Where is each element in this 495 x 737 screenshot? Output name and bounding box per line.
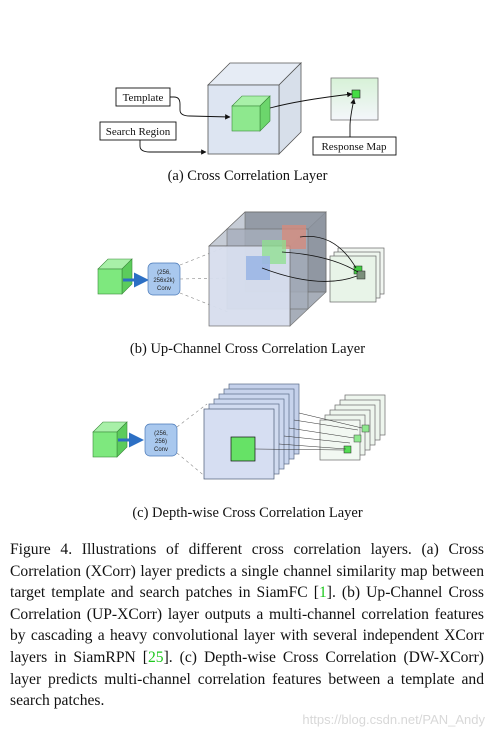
c-conv-box: [144, 423, 178, 457]
b-search-stack: [208, 211, 327, 327]
b-xcorr-arrows: [261, 235, 359, 282]
b-conv-line1: (256,: [157, 270, 171, 276]
caption-c: (c) Depth-wise Cross Correlation Layer: [132, 505, 363, 521]
panel-b: (256, 256x2k) Conv: [97, 211, 385, 327]
c-conv-line3: Conv: [154, 447, 168, 453]
c-conv-line1: (256,: [154, 431, 168, 437]
caption-text-lead: Figure 4. Illustrations of different cro…: [10, 541, 484, 602]
template-cube: [231, 95, 271, 132]
citation-25[interactable]: 25: [147, 648, 164, 666]
caption-a: (a) Cross Correlation Layer: [167, 168, 328, 184]
response-pointer: [349, 98, 356, 137]
b-conv-line3: Conv: [157, 286, 171, 292]
figure-caption: Figure 4. Illustrations of different cro…: [10, 539, 484, 712]
response-label-box: [312, 136, 397, 156]
c-xcorr-lines: [254, 412, 363, 451]
search-arrow: [139, 140, 207, 155]
b-conv-line2: 256x2k): [153, 278, 174, 284]
caption-text-mid: ]. (b) Up-Channel Cross Correlation (UP-…: [10, 584, 484, 666]
panel-c: (256, 256) Conv: [92, 383, 386, 480]
figure-diagrams: Template Search Region Response Map (256…: [92, 62, 397, 480]
caption-b: (b) Up-Channel Cross Correlation Layer: [129, 341, 366, 357]
c-projection-lines: [176, 403, 208, 479]
citation-1[interactable]: 1: [318, 584, 327, 602]
response-label: Response Map: [321, 141, 387, 153]
search-label: Search Region: [106, 126, 171, 138]
c-conv-line2: 256): [155, 439, 167, 445]
template-label: Template: [123, 92, 164, 104]
caption-text-tail: ]. (c) Depth-wise Cross Correlation (DW-…: [10, 648, 484, 710]
c-response-stack: [319, 394, 386, 461]
c-search-stack: [203, 383, 300, 480]
panel-a: Template Search Region Response Map: [99, 62, 397, 156]
b-template-cube: [97, 258, 133, 295]
b-response-stack: [329, 247, 385, 303]
template-arrow: [170, 96, 231, 120]
response-map: [330, 77, 379, 121]
xcorr-arrow: [269, 91, 353, 109]
search-label-box: [99, 121, 177, 141]
watermark: https://blog.csdn.net/PAN_Andy: [302, 712, 485, 727]
